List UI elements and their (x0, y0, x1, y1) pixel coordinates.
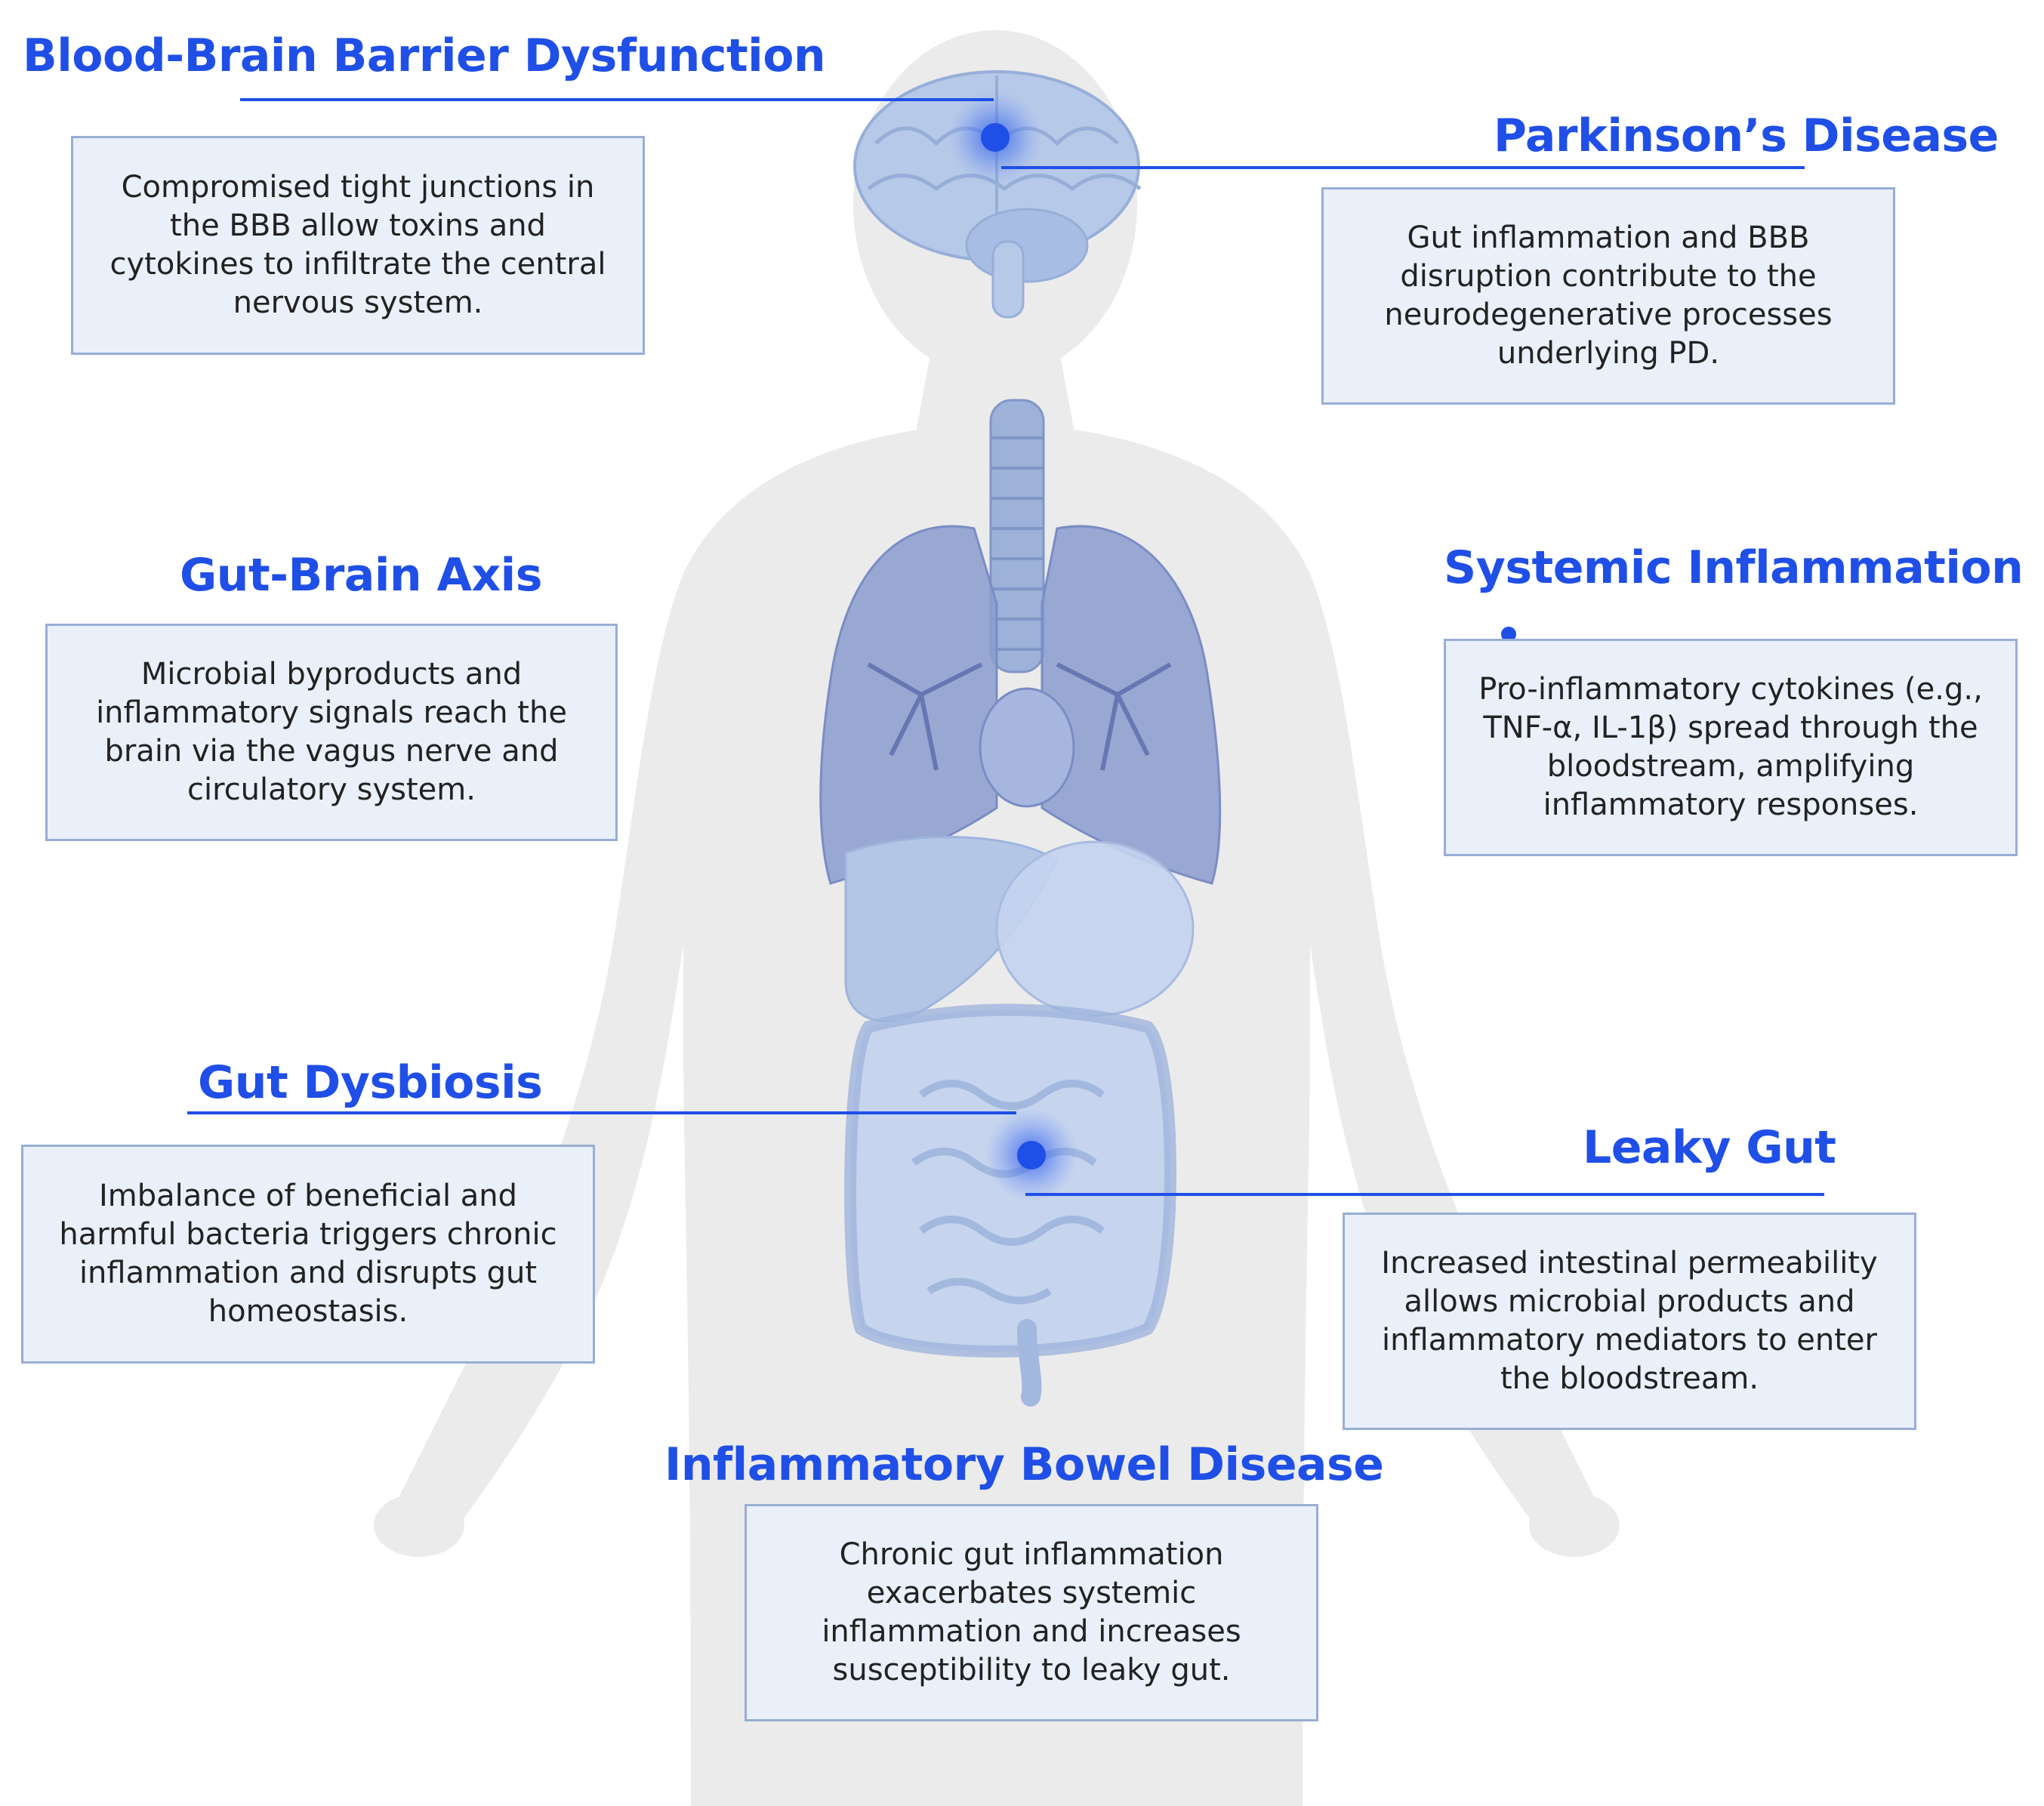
bbb-description-box: Compromised tight junctions in the BBB a… (71, 136, 645, 355)
lg-title: Leaky Gut (1583, 1121, 1836, 1174)
gba-description-box: Microbial byproducts and inflammatory si… (45, 624, 618, 841)
liver-stomach-illustration (844, 836, 1195, 1023)
bbb-title: Blood-Brain Barrier Dysfunction (23, 29, 826, 82)
si-description-text: Pro-inflammatory cytokines (e.g., TNF-α,… (1478, 672, 1983, 822)
ibd-title: Inflammatory Bowel Disease (664, 1438, 1384, 1491)
pd-description-box: Gut inflammation and BBB disruption cont… (1321, 187, 1895, 405)
gd-description-text: Imbalance of beneficial and harmful bact… (59, 1179, 557, 1329)
ibd-description-text: Chronic gut inflammation exacerbates sys… (822, 1537, 1241, 1687)
si-description-box: Pro-inflammatory cytokines (e.g., TNF-α,… (1444, 639, 2018, 856)
lg-connector-line (1025, 1193, 1824, 1196)
gba-description-text: Microbial byproducts and inflammatory si… (96, 657, 567, 807)
pd-title: Parkinson’s Disease (1494, 109, 1999, 162)
intestines-illustration (844, 1003, 1176, 1407)
lungs-illustration (819, 525, 1222, 885)
gba-title: Gut-Brain Axis (180, 549, 542, 602)
gut-focus-marker (985, 1108, 1078, 1202)
lg-description-box: Increased intestinal permeability allows… (1343, 1213, 1916, 1430)
pd-connector-line (1001, 166, 1805, 169)
brain-focus-marker (948, 91, 1042, 184)
gd-connector-line (187, 1111, 1016, 1114)
bbb-connector-line (240, 98, 994, 101)
trachea-illustration (989, 399, 1045, 673)
lg-description-text: Increased intestinal permeability allows… (1381, 1246, 1878, 1396)
gd-title: Gut Dysbiosis (198, 1056, 543, 1109)
pd-description-text: Gut inflammation and BBB disruption cont… (1384, 220, 1833, 371)
ibd-description-box: Chronic gut inflammation exacerbates sys… (745, 1504, 1318, 1721)
gd-description-box: Imbalance of beneficial and harmful bact… (21, 1145, 595, 1364)
systemic-inflammation-dot (1501, 627, 1516, 642)
bbb-description-text: Compromised tight junctions in the BBB a… (109, 170, 606, 320)
si-title: Systemic Inflammation (1444, 541, 2024, 594)
